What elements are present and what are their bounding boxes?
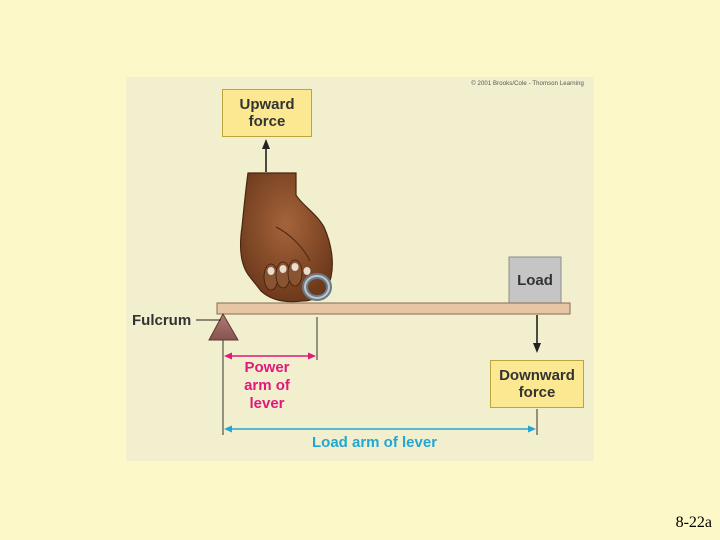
load-label-box: Load xyxy=(509,257,561,303)
downward-force-label: Downward force xyxy=(499,367,575,401)
load-arm-arrow xyxy=(224,425,536,433)
load-block xyxy=(508,256,562,304)
upward-force-box: Upward force xyxy=(222,89,312,137)
ring xyxy=(302,273,332,301)
fulcrum-label: Fulcrum xyxy=(132,312,192,329)
power-arm-arrow xyxy=(224,352,316,360)
lever-bar xyxy=(216,302,571,315)
downward-force-arrow xyxy=(533,315,541,353)
upward-force-arrow xyxy=(262,139,270,172)
load-arm-label: Load arm of lever xyxy=(312,434,438,451)
copyright-notice: © 2001 Brooks/Cole - Thomson Learning xyxy=(471,81,584,87)
power-arm-label: Power arm of lever xyxy=(244,359,290,412)
upward-force-label: Upward force xyxy=(239,96,295,130)
fulcrum-triangle xyxy=(208,312,239,341)
load-label: Load xyxy=(517,271,553,289)
lever-drawing xyxy=(196,139,571,435)
hand-fist xyxy=(239,172,333,303)
downward-force-box: Downward force xyxy=(490,360,584,408)
slide-number: 8-22a xyxy=(675,514,712,531)
lever-diagram: © 2001 Brooks/Cole - Thomson Learning Up… xyxy=(126,77,594,461)
